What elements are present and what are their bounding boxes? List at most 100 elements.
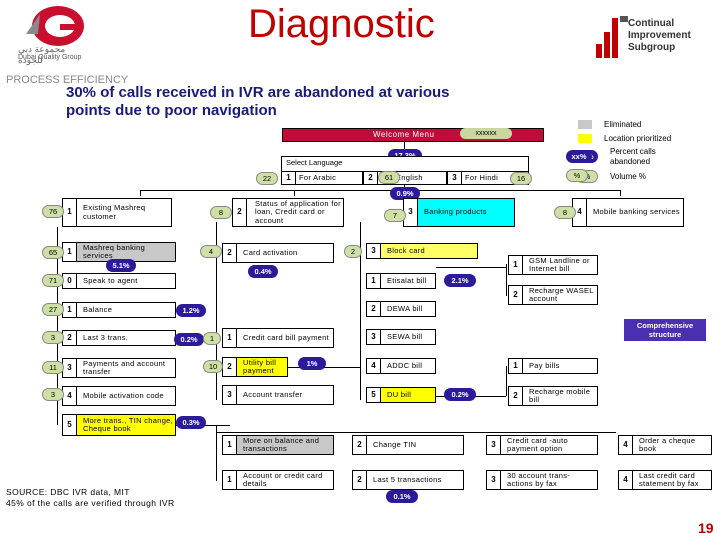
pay-bills-node: 1 Pay bills (508, 358, 598, 374)
option-number: 1 (282, 172, 296, 184)
application-status-volume: 8 (210, 206, 232, 219)
node-number: 1 (509, 359, 523, 373)
node-number: 3 (487, 471, 501, 489)
last-3-trans-pct: 0.2% (174, 333, 204, 346)
node-label: 30 account trans-actions by fax (507, 470, 571, 488)
source-note-2: 45% of the calls are verified through IV… (6, 498, 175, 508)
select-language-label: Select Language (286, 158, 343, 167)
connector (360, 222, 361, 400)
banking-products-node: 3 Banking products (403, 198, 515, 227)
node-number: 1 (367, 274, 381, 288)
node-number: 2 (233, 199, 247, 226)
legend-eliminated-label: Eliminated (604, 120, 642, 129)
stairs-logo-icon (596, 16, 628, 58)
structure-label-line-2: structure (648, 330, 682, 339)
node-number: 1 (223, 436, 237, 454)
utility-bill-node: 2 Utility bill payment (222, 357, 288, 377)
node-number: 4 (619, 471, 633, 489)
legend-volume-oval-2: % (566, 169, 588, 182)
node-number: 4 (367, 359, 381, 373)
legend-percent-label-1: Percent calls (610, 147, 656, 156)
last-3-trans-node: 2 Last 3 trans. (62, 330, 176, 346)
connector (620, 190, 621, 196)
etisalat-bill-pct: 2.1% (444, 274, 476, 287)
node-label: Change TIN (373, 439, 417, 449)
block-card-volume: 2 (344, 245, 362, 258)
option-label: For Hindi (465, 172, 499, 182)
welcome-menu-label: Welcome Menu (373, 130, 435, 139)
node-label: ADDC bill (387, 360, 423, 370)
legend-volume-label: Volume % (610, 172, 647, 181)
dqg-logo-arabic: ﻣﺠﻤﻮﻋﺔ دﺑﻲ ﻟﻠﺠﻮدة (18, 44, 66, 65)
existing-customer-volume: 76 (42, 205, 64, 218)
node-label: Etisalat bill (387, 275, 427, 285)
node-label: Account transfer (243, 389, 303, 399)
more-trans-pct: 0.3% (176, 416, 206, 429)
node-number: 5 (63, 415, 77, 435)
connector (216, 222, 217, 400)
connector (506, 366, 507, 396)
mobile-banking-node: 4 Mobile banking services (572, 198, 684, 227)
node-label: SEWA bill (387, 331, 423, 341)
dewa-bill-node: 2 DEWA bill (366, 301, 436, 317)
node-number: 2 (353, 471, 367, 489)
node-number: 3 (487, 436, 501, 454)
dqg-logo: ﻣﺠﻤﻮﻋﺔ دﺑﻲ ﻟﻠﺠﻮدة Dubai Quality Group (18, 4, 88, 65)
option-label: For Arabic (299, 172, 337, 182)
connector (140, 190, 141, 196)
node-label: Mashreq banking services (83, 242, 146, 260)
comprehensive-structure-label: Comprehensive structure (624, 319, 706, 341)
node-number: 3 (63, 359, 77, 377)
du-bill-pct: 0.2% (444, 388, 476, 401)
node-number: 5 (367, 388, 381, 402)
auto-payment-node: 3 Credit card -auto payment option (486, 435, 598, 455)
structure-label-line-1: Comprehensive (636, 321, 694, 330)
node-label: More on balance and transactions (243, 435, 320, 453)
card-activation-pct: 0.4% (248, 265, 278, 278)
existing-customer-node: 1 Existing Mashreq customer (62, 198, 172, 227)
welcome-tag: xxxxxx (460, 128, 512, 139)
english-volume-oval: 61 (378, 171, 400, 184)
connector (140, 190, 620, 191)
last-5-trans-node: 2 Last 5 transactions (352, 470, 464, 490)
balance-pct: 1.2% (176, 304, 206, 317)
node-number: 3 (367, 330, 381, 344)
connector (57, 227, 58, 425)
node-label: Recharge mobile bill (529, 386, 591, 404)
sewa-bill-node: 3 SEWA bill (366, 329, 436, 345)
page-title: Diagnostic (248, 2, 435, 46)
account-details-node: 1 Account or credit card details (222, 470, 334, 490)
legend-xx-badge: xx% (566, 150, 592, 163)
mobile-banking-volume: 8 (554, 206, 576, 219)
node-label: Balance (83, 304, 113, 314)
section-label: PROCESS EFFICIENCY (6, 74, 129, 86)
hindi-volume-oval: 16 (510, 172, 532, 185)
banking-products-volume: 7 (384, 209, 406, 222)
node-label: DU bill (387, 389, 412, 399)
node-number: 2 (367, 302, 381, 316)
more-trans-node: 5 More trans., TIN change, Cheque book (62, 414, 176, 436)
node-number: 3 (404, 199, 418, 226)
option-number: 2 (364, 172, 378, 184)
cis-logo-line-3: Subgroup (628, 42, 676, 53)
dqg-logo-icon (26, 6, 84, 46)
node-label: Recharge WASEL account (529, 285, 594, 303)
language-option-arabic: 1 For Arabic (281, 171, 363, 185)
cis-logo-line-2: Improvement (628, 30, 691, 41)
last-5-trans-pct: 0.1% (386, 490, 418, 503)
node-number: 2 (509, 286, 523, 304)
page-number: 19 (698, 520, 714, 536)
credit-card-payment-volume: 1 (203, 332, 221, 345)
node-number: 1 (509, 256, 523, 274)
node-number: 2 (63, 331, 77, 345)
speak-to-agent-volume: 71 (42, 274, 64, 287)
node-number: 2 (223, 244, 237, 262)
node-number: 2 (353, 436, 367, 454)
node-label: Existing Mashreq customer (83, 203, 146, 221)
node-label: Utility bill payment (243, 357, 277, 375)
credit-card-payment-node: 1 Credit card bill payment (222, 328, 334, 348)
order-cheque-node: 4 Order a cheque book (618, 435, 712, 455)
payments-transfer-volume: 11 (42, 361, 64, 374)
recharge-wasel-node: 2 Recharge WASEL account (508, 285, 598, 305)
node-label: Credit card bill payment (243, 332, 329, 342)
